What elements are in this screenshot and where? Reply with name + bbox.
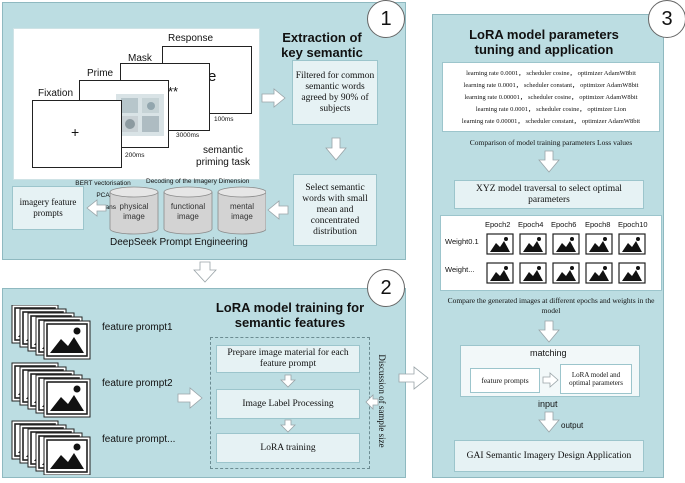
epoch-6-label: Epoch6 (551, 220, 577, 229)
arrow-grid-to-matching (538, 320, 560, 343)
label-prime: Prime (87, 68, 114, 79)
epoch-8-label: Epoch8 (585, 220, 611, 229)
arrow-side-to-region (365, 394, 379, 410)
gai-application-box: GAI Semantic Imagery Design Application (454, 440, 644, 472)
match-lora-model: LoRA model and optimal parameters (560, 364, 632, 394)
arrow-matching-to-application (538, 411, 560, 433)
label-processing-box: Image Label Processing (216, 389, 360, 419)
cylinder-functional-image: functional image (170, 202, 206, 221)
arrow-prepare-to-label (280, 374, 296, 388)
xyz-traversal-box: XYZ model traversal to select optimal pa… (454, 180, 644, 209)
imagery-prompts-box: imagery feature prompts (12, 186, 84, 230)
response-letter: e (208, 68, 217, 85)
engineering-label: DeepSeek Prompt Engineering (110, 237, 248, 248)
panel1-title: Extraction of key semantic (281, 30, 363, 60)
lora-training-box: LoRA training (216, 433, 360, 463)
fixation-symbol: + (71, 124, 80, 140)
label-fixation: Fixation (38, 88, 74, 99)
feature-prompt-2: feature prompt2 (102, 378, 173, 389)
match-feature-prompts: feature prompts (470, 368, 540, 393)
arrow-panel1-to-panel2 (193, 261, 217, 283)
prepare-material-box: Prepare image material for each feature … (216, 345, 360, 373)
feature-prompt-1: feature prompt1 (102, 322, 173, 333)
panel2-title: LoRA model training for semantic feature… (215, 300, 365, 330)
arrow-label-to-training (280, 419, 296, 433)
panel3-title: LoRA model parameters tuning and applica… (469, 27, 619, 57)
loss-compare-caption: Comparison of model training parameters … (469, 138, 633, 147)
panel1-arrows (86, 88, 347, 283)
epoch-4-label: Epoch4 (518, 220, 544, 229)
param-row-2: learning rate 0.0001， scheduler constant… (463, 82, 639, 89)
epoch-2-label: Epoch2 (485, 220, 511, 229)
output-label: output (561, 421, 584, 430)
fixation-frame (32, 100, 122, 168)
arrow-stacks-to-process (177, 387, 203, 409)
decoding-label: Decoding of the Imagery Dimension (146, 178, 250, 185)
param-row-3: learning rate 0.00001， scheduler cosine，… (464, 94, 638, 101)
arrow-select-to-cylinders (267, 200, 289, 220)
mask-symbol: ** (168, 84, 179, 99)
priming-task-caption: semantic priming task (196, 145, 250, 168)
step-number-1: 1 (367, 0, 405, 38)
weight-more-label: Weight... (445, 265, 475, 274)
epoch-10-label: Epoch10 (618, 220, 648, 229)
feature-prompt-3: feature prompt... (102, 434, 176, 445)
time-response: 100ms (214, 116, 234, 123)
method-bert: BERT vectorisation (75, 180, 131, 187)
label-response: Response (168, 33, 214, 44)
input-label: input (538, 399, 558, 409)
step-number-3: 3 (648, 0, 685, 38)
prime-image-icon (116, 94, 164, 136)
grid-compare-caption: Compare the generated images at differen… (447, 296, 655, 315)
weight-01-label: Weight0.1 (445, 237, 479, 246)
arrow-panel2-to-panel3 (398, 366, 429, 390)
params-box (442, 62, 660, 132)
arrow-prompts-to-model (542, 372, 559, 388)
arrow-params-to-xyz (538, 150, 560, 173)
matching-label: matching (530, 348, 567, 358)
arrow-filter-to-select (325, 137, 347, 161)
time-fixation: 200ms (125, 152, 145, 159)
filtered-words-box: Filtered for common semantic words agree… (292, 60, 378, 125)
param-row-4: learning rate 0.0001， scheduler cosine， … (475, 106, 627, 113)
cylinder-physical-image: physical image (119, 202, 149, 221)
method-pca: PCA (96, 192, 110, 199)
time-mask: 3000ms (176, 132, 200, 139)
arrow-task-to-filter (261, 88, 286, 108)
cylinder-mental-image: mental image (229, 202, 254, 221)
step-number-2: 2 (367, 269, 405, 307)
select-words-box: Select semantic words with small mean an… (293, 174, 377, 246)
param-row-1: learning rate 0.0001， scheduler cosine， … (466, 70, 636, 77)
label-mask: Mask (128, 53, 152, 64)
arrow-cylinders-to-prompts (86, 199, 107, 217)
cylinders-graphic (109, 186, 266, 235)
param-row-5: learning rate 0.00001， scheduler constan… (461, 118, 641, 125)
